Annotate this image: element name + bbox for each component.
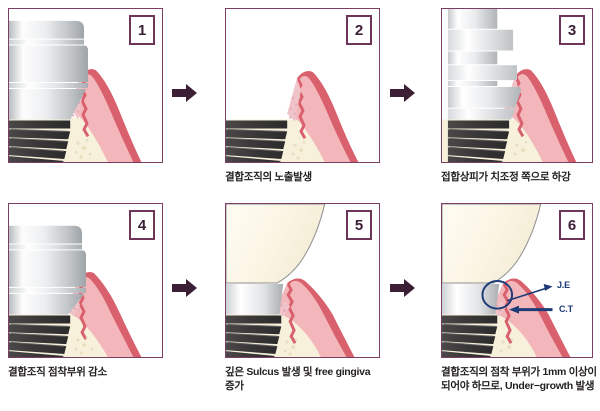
panel-caption-6: 결합조직의 점착 부위가 1mm 이상이 되어야 하므로, Under−grow…	[441, 366, 597, 392]
annotation-label-ct: C.T	[559, 304, 573, 314]
panel-5: 5	[225, 203, 380, 358]
flow-arrow-1	[172, 84, 197, 102]
panel-number-3: 3	[561, 17, 583, 43]
panel-3-illustration	[442, 9, 577, 162]
panel-number-box-3: 3	[559, 15, 585, 45]
panel-3: 3	[441, 8, 593, 163]
panel-cell-5: 5 깊은 Sulcus 발생 및 free gingiva 증가	[225, 203, 380, 392]
panel-2: 2	[225, 8, 380, 163]
panel-1: 1	[8, 8, 163, 163]
panel-number-box-2: 2	[346, 15, 372, 45]
annotation-arrow-ct	[509, 305, 553, 314]
panel-cell-6: J.E C.T 6 결합조직의 점착 부위가 1mm 이상이 되어야 하므로, …	[441, 203, 597, 392]
flow-arrow-4	[390, 279, 415, 297]
panel-cell-4: 4 결합조직 점착부위 감소	[8, 203, 163, 378]
annotation-arrow-je	[506, 283, 553, 302]
panel-4-illustration	[9, 225, 142, 357]
panel-number-6: 6	[561, 212, 583, 238]
panel-2-illustration	[226, 71, 359, 162]
panel-number-box-1: 1	[129, 15, 155, 45]
panel-caption-3: 접합상피가 치조정 쪽으로 하강	[441, 171, 571, 183]
panel-1-illustration	[9, 20, 142, 162]
panel-6-illustration	[442, 204, 571, 357]
panel-cell-2: 2 결합조직의 노출발생	[225, 8, 380, 183]
panel-number-2: 2	[348, 17, 370, 43]
panel-cell-3: 3 접합상피가 치조정 쪽으로 하강	[441, 8, 593, 183]
annotation-label-je: J.E	[557, 280, 570, 290]
panel-number-1: 1	[131, 17, 153, 43]
panel-caption-2: 결합조직의 노출발생	[225, 171, 312, 183]
panel-4: 4	[8, 203, 163, 358]
panel-cell-1: 1	[8, 8, 163, 163]
panel-number-box-6: 6	[559, 210, 585, 240]
panel-number-4: 4	[131, 212, 153, 238]
panel-5-illustration	[226, 204, 355, 357]
flow-arrow-2	[390, 84, 415, 102]
panel-caption-5: 깊은 Sulcus 발생 및 free gingiva 증가	[225, 366, 371, 392]
panel-caption-4: 결합조직 점착부위 감소	[8, 366, 107, 378]
flow-arrow-3	[172, 279, 197, 297]
annotation-circle-je	[481, 280, 514, 310]
panel-number-box-5: 5	[346, 210, 372, 240]
panel-6: J.E C.T 6	[441, 203, 593, 358]
panel-number-box-4: 4	[129, 210, 155, 240]
panel-number-5: 5	[348, 212, 370, 238]
